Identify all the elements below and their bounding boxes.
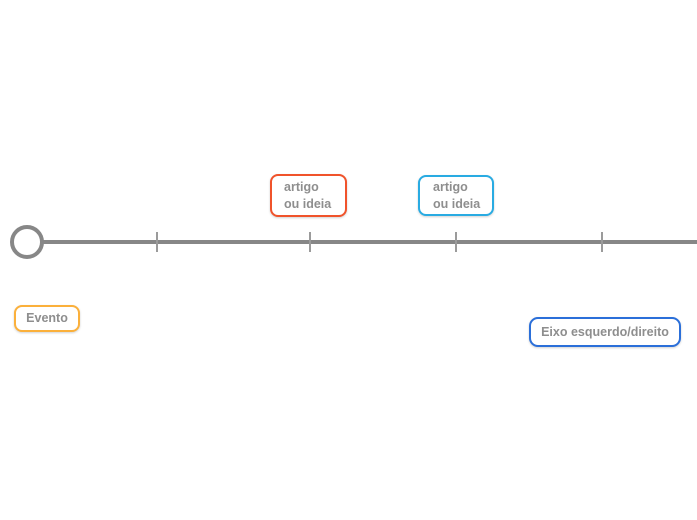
timeline-tick bbox=[455, 232, 457, 252]
timeline-axis-line bbox=[43, 240, 697, 244]
timeline-tick bbox=[156, 232, 158, 252]
timeline-tick bbox=[601, 232, 603, 252]
node-eixo-esquerdo-direito[interactable]: Eixo esquerdo/direito bbox=[529, 317, 681, 347]
node-artigo-ou-ideia-2[interactable]: artigo ou ideia bbox=[418, 175, 494, 216]
timeline-origin-node[interactable] bbox=[10, 225, 44, 259]
timeline-tick bbox=[309, 232, 311, 252]
node-artigo-ou-ideia-1[interactable]: artigo ou ideia bbox=[270, 174, 347, 217]
node-evento[interactable]: Evento bbox=[14, 305, 80, 332]
